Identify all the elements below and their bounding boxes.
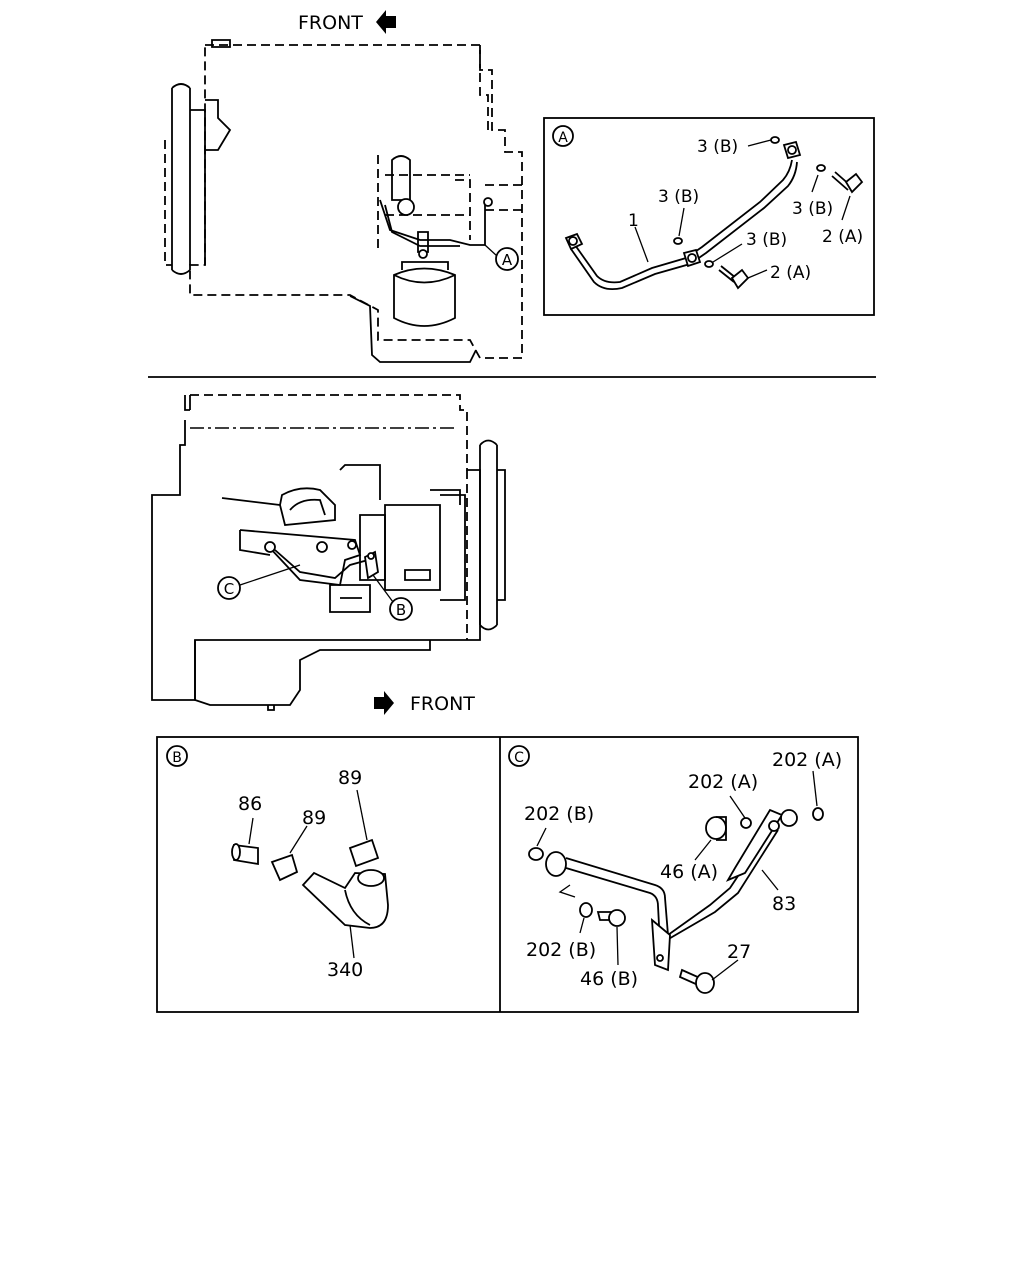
callout-a-2a-2: 2 (A) — [770, 263, 811, 283]
detail-c-letter: C — [514, 750, 524, 766]
detail-a-marker: A — [502, 251, 513, 269]
callout-a-2a-1: 2 (A) — [822, 227, 863, 247]
detail-a-box: A 1 3 (B) 3 (B) 3 (B) 3 (B) 2 (A) — [543, 117, 875, 316]
callout-b-89-2: 89 — [338, 767, 362, 789]
front-arrow-right-icon — [374, 691, 394, 715]
detail-c: C — [508, 745, 842, 994]
front-label-top: FRONT — [298, 12, 363, 34]
callout-c-83: 83 — [772, 893, 796, 915]
detail-a-letter: A — [558, 130, 568, 146]
callout-b-86: 86 — [238, 793, 262, 815]
middle-engine-view: C B FRONT — [151, 394, 506, 715]
front-label-bottom: FRONT — [410, 693, 475, 715]
callout-a-3b-1: 3 (B) — [697, 137, 738, 157]
callout-a-3b-2: 3 (B) — [658, 187, 699, 207]
callout-c-202a-2: 202 (A) — [772, 749, 842, 771]
callout-a-1: 1 — [628, 211, 639, 231]
detail-c-marker: C — [224, 580, 234, 598]
callout-a-3b-4: 3 (B) — [792, 199, 833, 219]
detail-b: B 86 89 89 340 — [166, 745, 389, 981]
callout-c-46a: 46 (A) — [660, 861, 718, 883]
callout-b-340: 340 — [327, 959, 363, 981]
callout-c-27: 27 — [727, 941, 751, 963]
callout-a-3b-3: 3 (B) — [746, 230, 787, 250]
callout-c-202b-1: 202 (B) — [524, 803, 594, 825]
detail-bc-box: B 86 89 89 340 C — [156, 736, 859, 1013]
front-arrow-left-icon — [376, 10, 396, 34]
detail-b-marker: B — [396, 601, 406, 619]
callout-c-202b-2: 202 (B) — [526, 939, 596, 961]
top-engine-view: FRONT A — [164, 10, 523, 363]
callout-b-89-1: 89 — [302, 807, 326, 829]
callout-c-202a-1: 202 (A) — [688, 771, 758, 793]
detail-b-letter: B — [172, 750, 182, 766]
callout-c-46b: 46 (B) — [580, 968, 638, 990]
